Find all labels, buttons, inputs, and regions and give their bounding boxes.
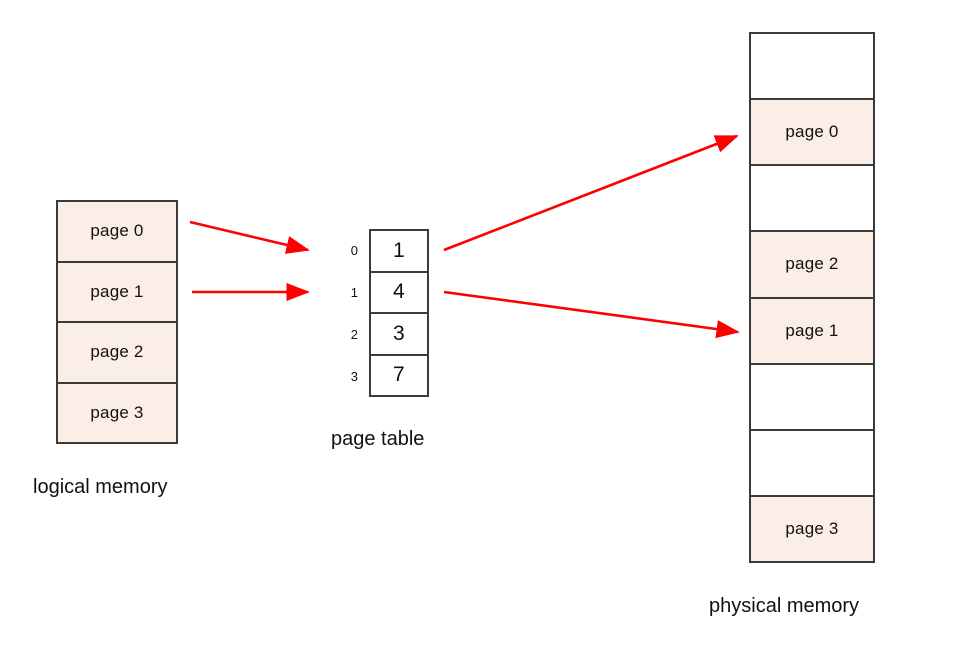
physical-memory-frame: [751, 166, 873, 233]
physical-memory-column: page 0 page 2 page 1 page 3: [749, 32, 875, 563]
arrow-logical-page0-to-pagetable-entry0: [189, 220, 310, 254]
physical-memory-frame: [751, 34, 873, 101]
physical-memory-frame-label: page 0: [785, 122, 839, 142]
page-table-entry-value: 7: [393, 363, 405, 387]
logical-memory-cell: page 1: [58, 262, 176, 323]
physical-memory-frame-label: page 2: [785, 254, 839, 274]
arrow-pagetable-entry1-to-frame4: [443, 290, 740, 339]
physical-memory-frame: [751, 364, 873, 431]
physical-memory-frame-label: page 3: [785, 518, 839, 538]
page-table-entry-value: 1: [393, 238, 405, 262]
logical-memory-cell-label: page 1: [90, 281, 144, 301]
page-table-entry-value: 3: [393, 321, 405, 345]
page-table-entry: 1: [371, 231, 427, 273]
page-table-entry: 7: [371, 355, 427, 395]
page-table-column: 1 4 3 7: [369, 229, 429, 397]
page-table-entry: 4: [371, 272, 427, 314]
page-table-index: 3: [350, 368, 358, 384]
physical-memory-frame: page 1: [751, 298, 873, 365]
physical-memory-frame-label: page 1: [785, 320, 839, 340]
logical-memory-cell: page 2: [58, 323, 176, 384]
physical-memory-frame: page 0: [751, 100, 873, 167]
logical-memory-column: page 0 page 1 page 2 page 3: [56, 200, 178, 444]
page-table-caption: page table: [331, 428, 425, 450]
logical-memory-cell-label: page 3: [90, 402, 144, 422]
logical-memory-cell: page 3: [58, 383, 176, 442]
page-table-entry: 3: [371, 314, 427, 356]
logical-memory-caption: logical memory: [33, 476, 168, 498]
page-table-index: 0: [350, 242, 358, 258]
page-table-index-column: 0 1 2 3: [330, 229, 362, 397]
physical-memory-frame: page 2: [751, 232, 873, 299]
logical-memory-cell-label: page 2: [90, 342, 144, 362]
physical-memory-frame: page 3: [751, 496, 873, 561]
page-table-index: 2: [350, 326, 358, 342]
physical-memory-caption: physical memory: [709, 595, 860, 617]
physical-memory-frame: [751, 430, 873, 497]
logical-memory-cell: page 0: [58, 202, 176, 263]
page-table-entry-value: 4: [393, 280, 405, 304]
arrow-pagetable-entry0-to-frame1: [443, 134, 739, 252]
logical-memory-cell-label: page 0: [90, 221, 144, 241]
page-table-index: 1: [350, 284, 358, 300]
